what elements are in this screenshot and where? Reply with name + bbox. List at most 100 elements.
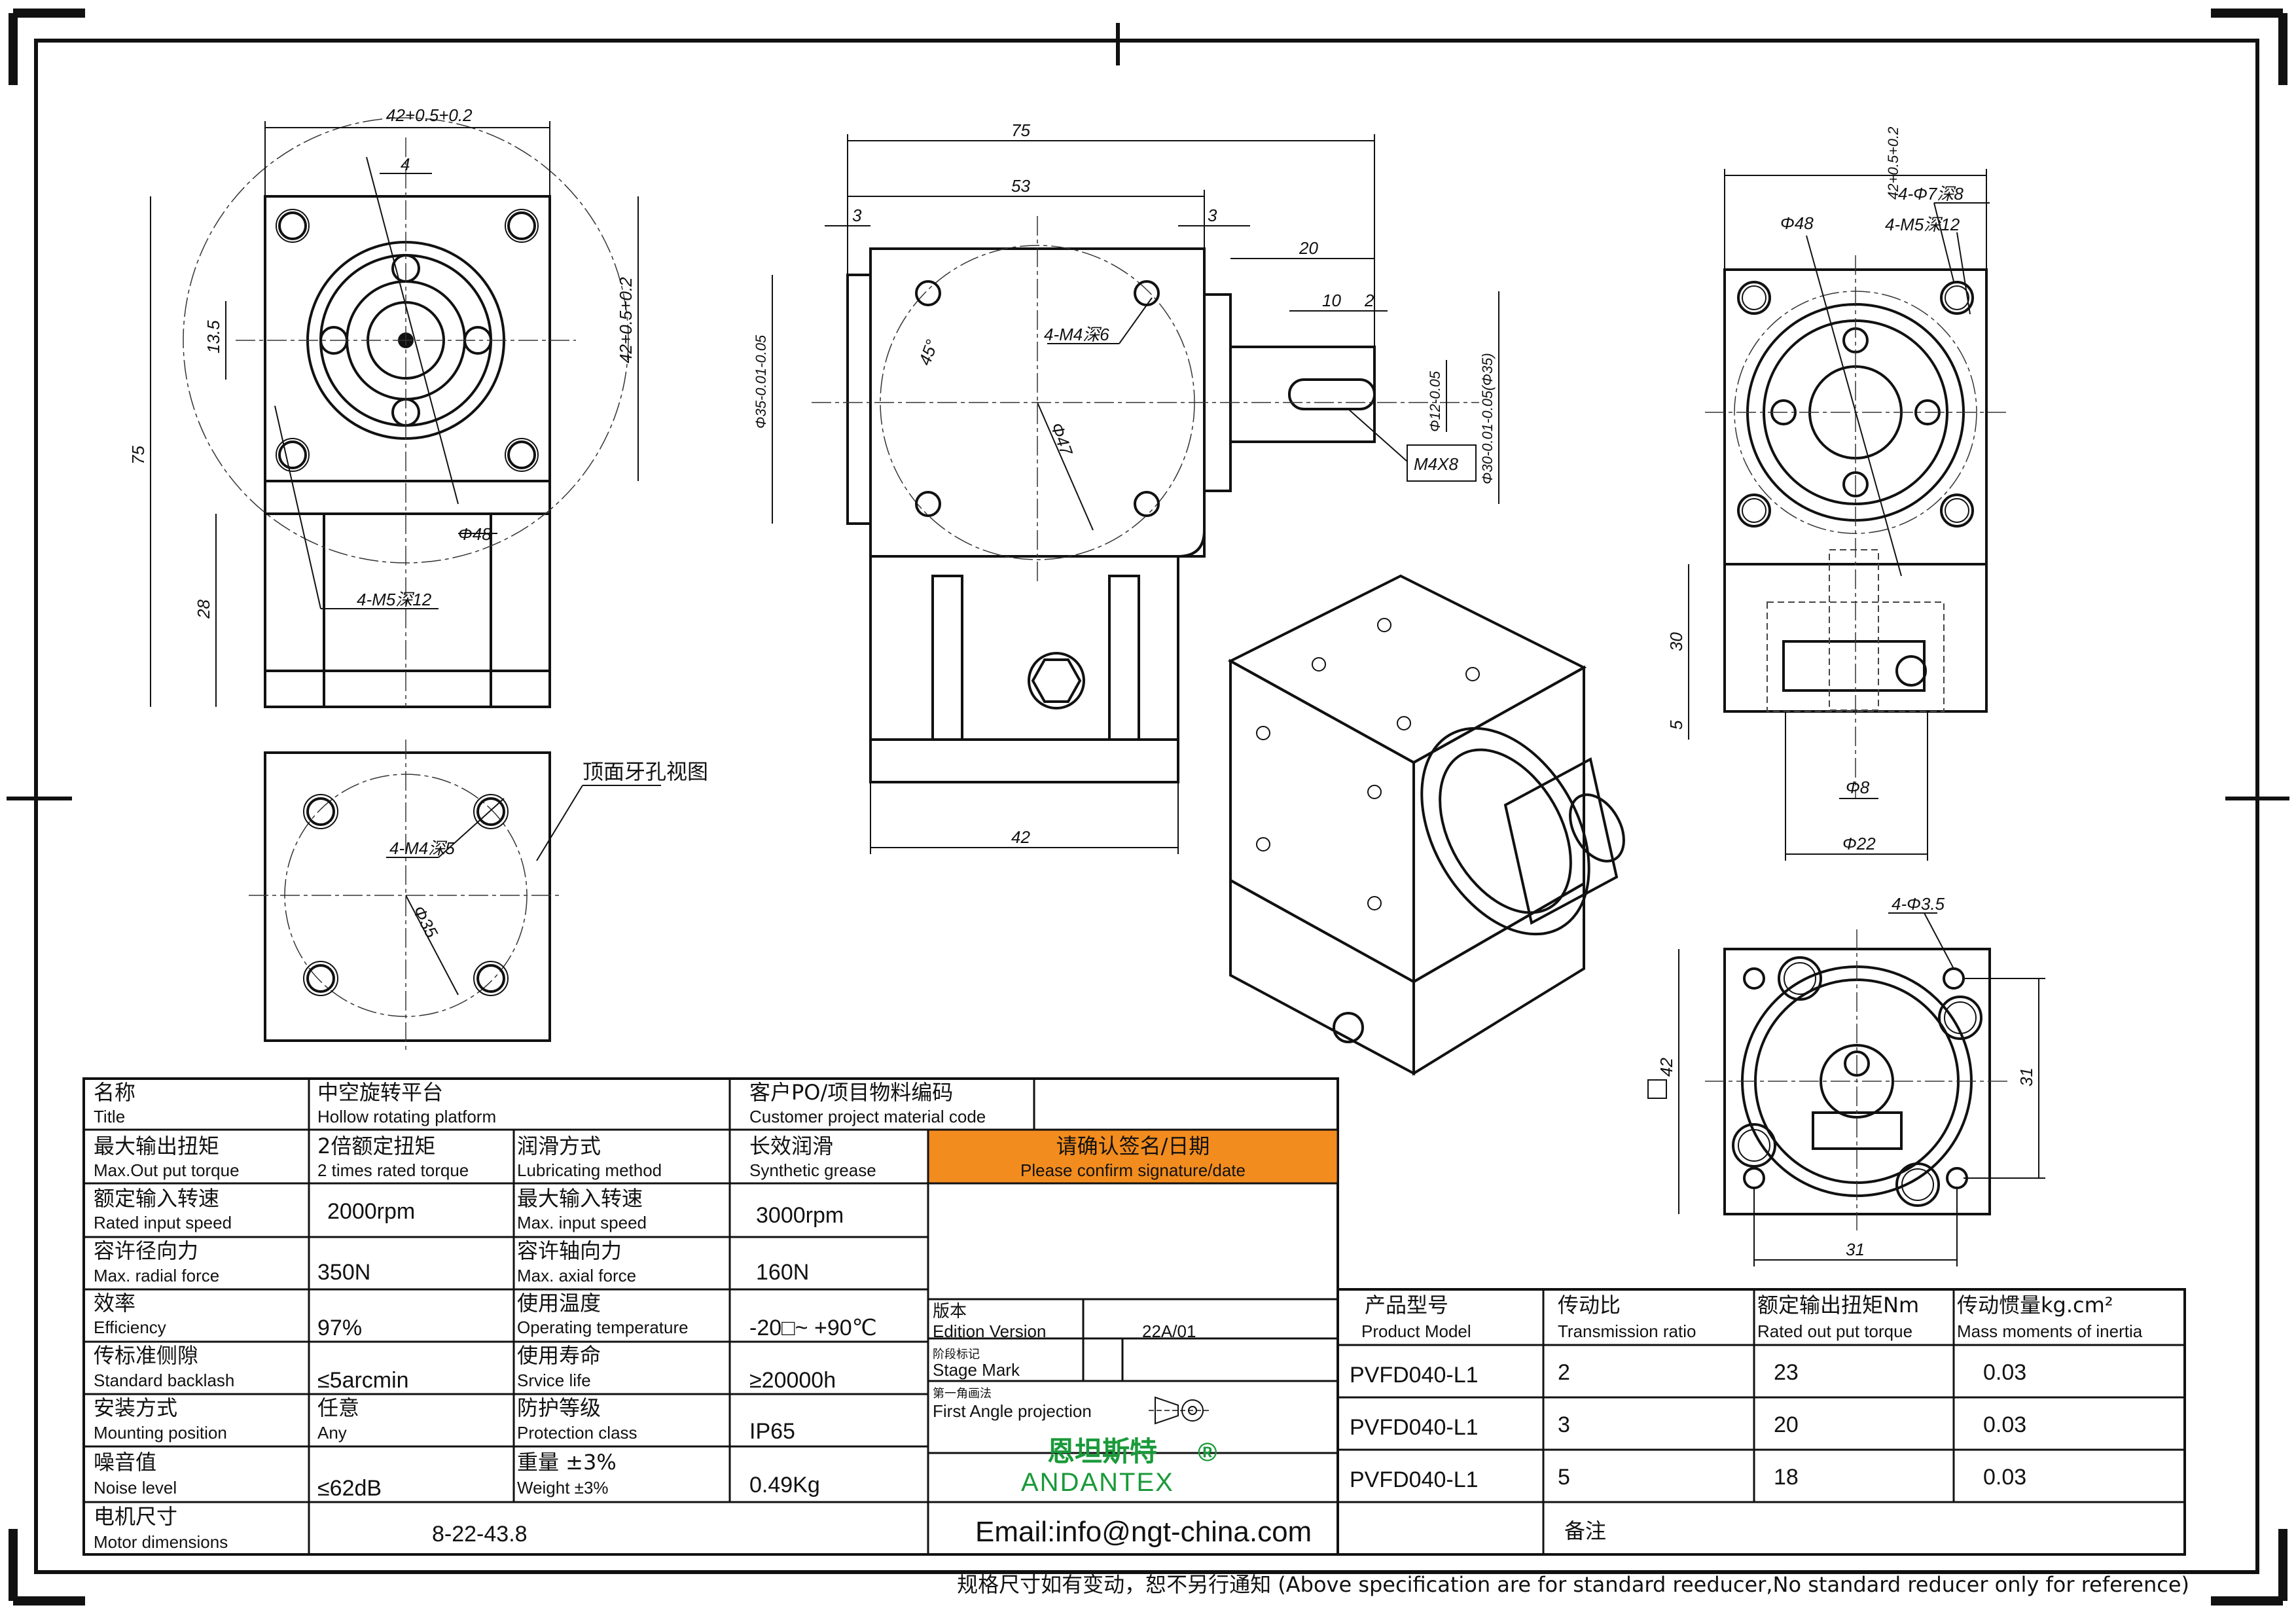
dim-35-front: Φ35-0.01-0.05 [753,334,769,429]
dim-m5-right: 4-M5深12 [1885,215,1960,234]
dim-m4-top: 4-M4深5 [389,838,455,858]
model-row-3-model: PVFD040-L1 [1350,1467,1479,1492]
corner-mark [2211,1529,2287,1605]
version-en: Edition Version [933,1321,1046,1341]
isometric-view [1227,574,1625,1076]
bottom-flange-view [1647,912,2045,1266]
backlash-val: ≤5arcmin [317,1368,409,1393]
lubrication-val-cn: 长效润滑 [749,1134,833,1158]
title-cn: 名称 [94,1080,135,1105]
version-value: 22A/01 [1142,1321,1196,1341]
protection-en: Protection class [517,1423,637,1443]
stage-en: Stage Mark [933,1360,1020,1380]
temperature-en: Operating temperature [517,1318,689,1337]
right-side-view [1688,169,2006,861]
max-torque-en: Max.Out put torque [94,1160,240,1180]
dim-20: 20 [1299,238,1318,258]
outer-frame [34,39,2259,1574]
title-value-en: Hollow rotating platform [317,1107,496,1126]
dim-47: Φ47 [1047,420,1077,459]
service-life-val: ≥20000h [749,1368,836,1393]
dim-10: 10 [1322,291,1341,310]
max-speed-en: Max. input speed [517,1213,647,1232]
email: Email:info@ngt-china.com [975,1516,1312,1548]
center-front-view [772,134,1499,854]
model-row-1-inertia: 0.03 [1983,1360,2026,1385]
title-value-cn: 中空旋转平台 [317,1080,443,1105]
corner-mark [2211,9,2287,85]
radial-force-val: 350N [317,1260,370,1285]
rated-speed-cn: 额定输入转速 [94,1186,219,1211]
efficiency-cn: 效率 [94,1291,135,1316]
dim-3-5: 4-Φ3.5 [1892,894,1945,914]
noise-cn: 噪音值 [94,1450,156,1475]
hdr-ratio-cn: 传动比 [1558,1293,1621,1318]
dim-42-front: 42 [1011,827,1030,847]
model-row-2-model: PVFD040-L1 [1350,1415,1479,1440]
noise-en: Noise level [94,1478,177,1497]
model-row-3-ratio: 5 [1558,1465,1570,1490]
motor-dim-cn: 电机尺寸 [94,1504,177,1529]
temperature-cn: 使用温度 [517,1291,601,1316]
model-row-2-ratio: 3 [1558,1412,1570,1437]
model-row-1-ratio: 2 [1558,1360,1570,1385]
dim-3b: 3 [1208,206,1217,225]
dim-m4x8: M4X8 [1414,454,1458,474]
axial-force-en: Max. axial force [517,1266,636,1285]
dim-42-top: 42+0.5+0.2 [386,105,473,125]
dim-22: Φ22 [1842,834,1876,853]
model-row-3-torque: 18 [1774,1465,1799,1490]
hdr-torque-cn: 额定输出扭矩Nm [1757,1293,1919,1318]
motor-dim-val: 8-22-43.8 [432,1522,528,1547]
dim-sq42: 42 [1657,1058,1676,1077]
mounting-val-cn: 任意 [317,1395,359,1420]
rated-speed-val: 2000rpm [327,1199,415,1224]
dim-45-angle: 45° [914,337,942,368]
corner-mark [9,1529,85,1605]
max-speed-cn: 最大输入转速 [517,1186,643,1211]
hdr-torque-en: Rated out put torque [1757,1321,1912,1341]
rated-speed-en: Rated input speed [94,1213,232,1232]
dim-35-top: Φ35 [409,903,442,941]
title-en: Title [94,1107,125,1126]
table-grid [82,1077,2186,1556]
hdr-model-cn: 产品型号 [1365,1293,1448,1318]
dim-12: Φ12-0.05 [1427,370,1443,432]
dim-75-left: 75 [128,446,148,465]
dim-53: 53 [1011,176,1030,196]
dim-48-left: Φ48 [458,524,492,544]
backlash-en: Standard backlash [94,1371,234,1390]
remark-label: 备注 [1564,1518,1606,1543]
dim-8: Φ8 [1846,778,1870,797]
efficiency-en: Efficiency [94,1318,166,1337]
service-life-cn: 使用寿命 [517,1343,601,1368]
lubrication-cn: 润滑方式 [517,1134,601,1158]
dim-13-5: 13.5 [204,320,223,353]
dim-30: Φ30-0.01-0.05(Φ35) [1479,353,1496,484]
projection-en: First Angle projection [933,1401,1092,1421]
dim-42-right: 42+0.5+0.2 [1885,127,1901,200]
noise-val: ≤62dB [317,1476,382,1501]
confirm-en: Please confirm signature/date [1020,1160,1246,1180]
hdr-inertia-en: Mass moments of inertia [1957,1321,2143,1341]
dim-m4-front: 4-M4深6 [1044,325,1109,344]
protection-val: IP65 [749,1419,795,1444]
model-row-1-model: PVFD040-L1 [1350,1363,1479,1388]
customer-code-cn: 客户PO/项目物料编码 [749,1080,953,1105]
stage-cn: 阶段标记 [933,1348,980,1361]
mounting-cn: 安装方式 [94,1395,177,1420]
corner-mark [9,9,85,85]
dim-31-v: 31 [2017,1067,2036,1086]
confirm-cn: 请确认签名/日期 [1056,1134,1210,1158]
max-torque-val-en: 2 times rated torque [317,1160,469,1180]
temperature-val: -20□~ +90℃ [749,1316,877,1340]
max-torque-val-cn: 2倍额定扭矩 [317,1134,435,1158]
hdr-ratio-en: Transmission ratio [1558,1321,1696,1341]
dim-5: 5 [1666,720,1686,730]
dim-75-front: 75 [1011,120,1030,140]
weight-cn: 重量 ±3% [517,1450,617,1475]
efficiency-val: 97% [317,1316,362,1340]
dim-30-right: 30 [1666,632,1686,651]
axial-force-cn: 容许轴向力 [517,1238,622,1263]
